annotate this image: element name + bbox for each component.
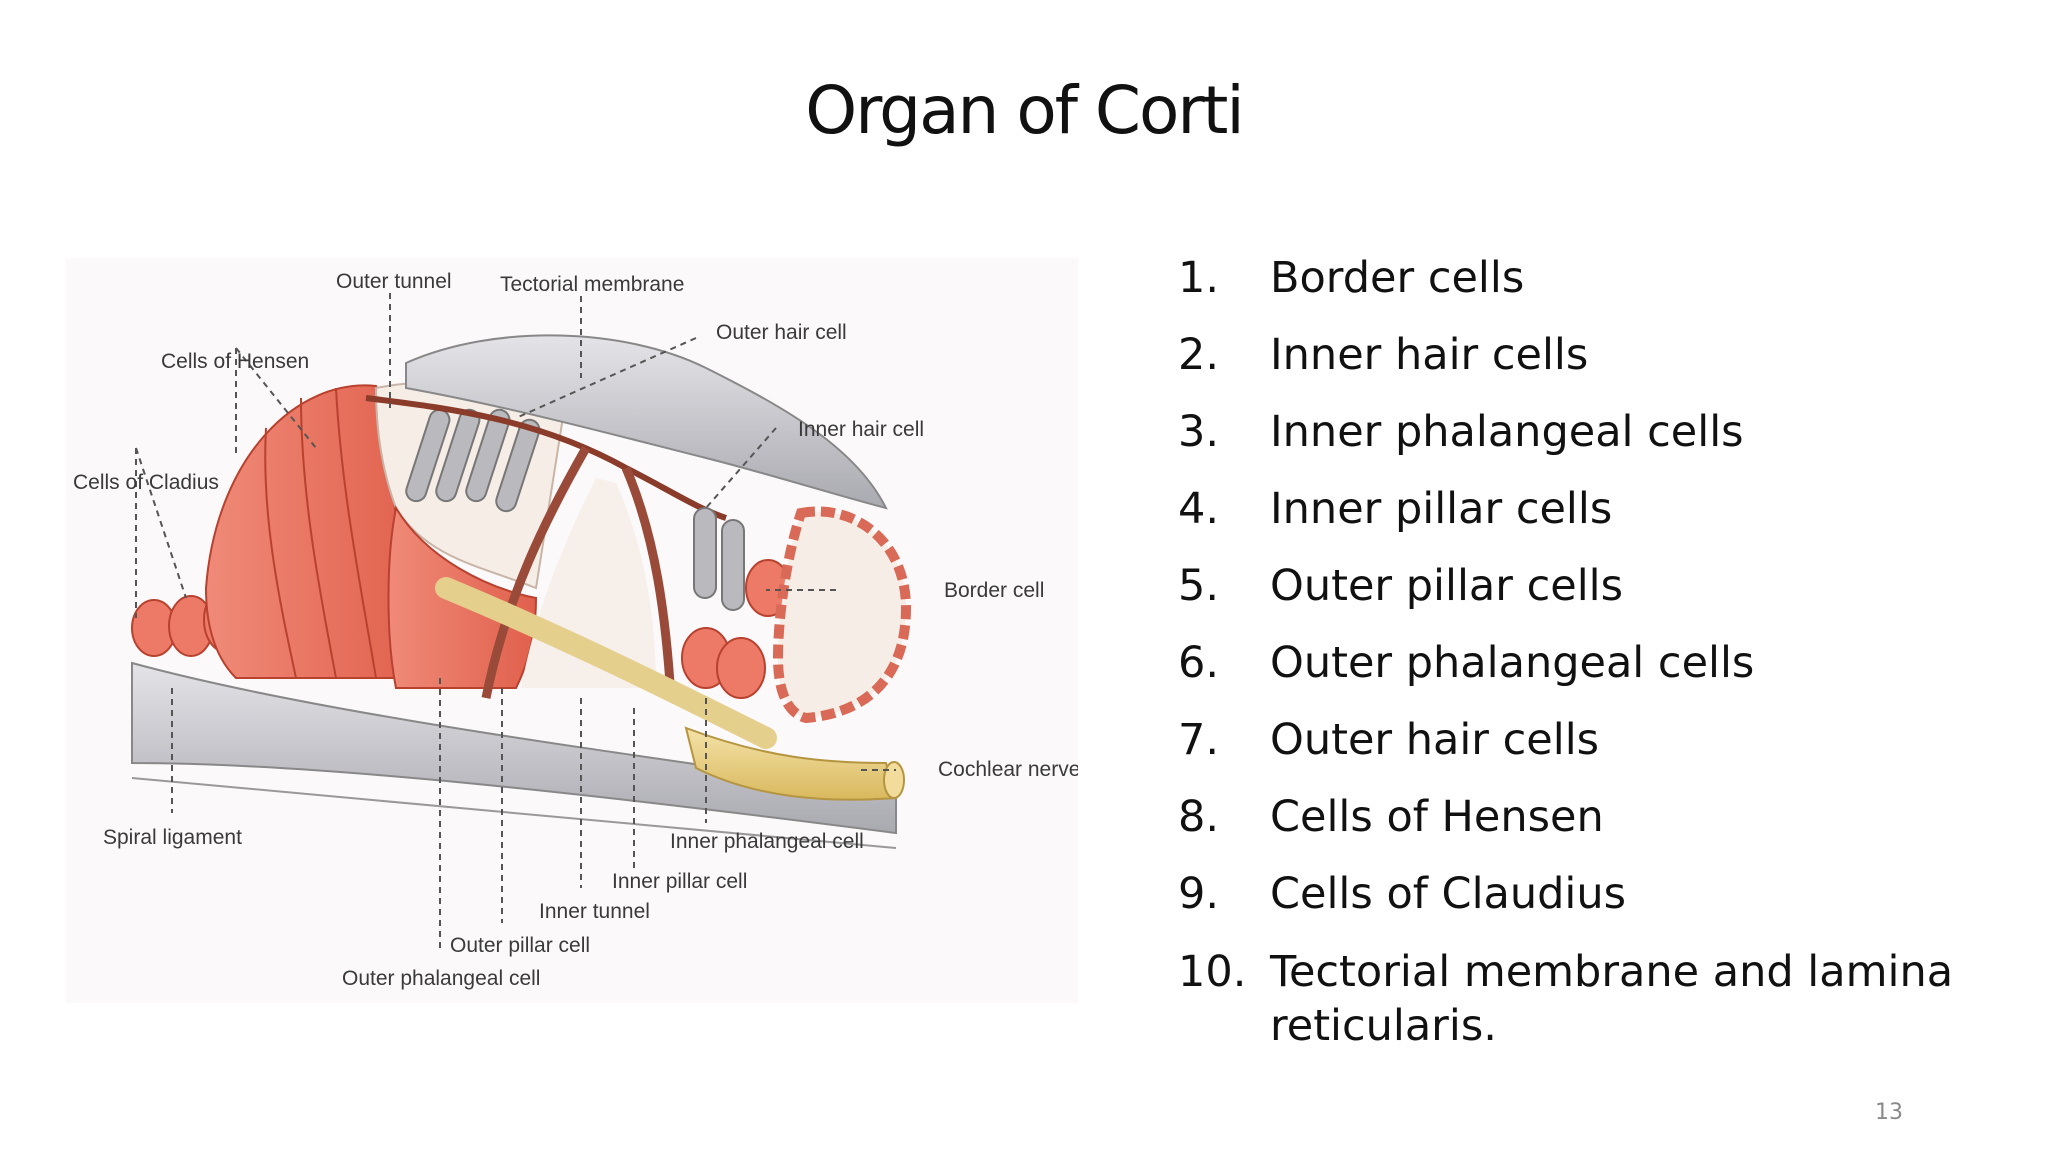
label-border-cell: Border cell — [944, 579, 1044, 602]
list-item-text: Inner hair cells — [1270, 330, 1589, 380]
label-spiral-ligament: Spiral ligament — [103, 826, 242, 849]
list-item: 10. Tectorial membrane and lamina reticul… — [1178, 945, 2018, 1053]
page-number: 13 — [1875, 1100, 1903, 1125]
label-inner-hair-cell: Inner hair cell — [798, 418, 924, 441]
list-item-text: Border cells — [1270, 253, 1525, 303]
list-item-number: 4. — [1178, 484, 1220, 534]
list-item: 8. Cells of Hensen — [1178, 791, 2018, 843]
label-tectorial-membrane: Tectorial membrane — [500, 273, 684, 296]
diagram-svg: Outer tunnel Tectorial membrane Outer ha… — [73, 270, 1078, 990]
list-item-text: Tectorial membrane and lamina reticulari… — [1270, 947, 1954, 1051]
structure-list: 1. Border cells 2. Inner hair cells 3. Inne… — [1178, 252, 2018, 1078]
label-inner-pillar-cell: Inner pillar cell — [612, 870, 747, 893]
label-inner-phalangeal-cell: Inner phalangeal cell — [670, 830, 864, 853]
organ-of-corti-diagram: Outer tunnel Tectorial membrane Outer ha… — [66, 258, 1078, 1003]
reticular-lamina — [365, 395, 727, 521]
leader-lines — [135, 293, 896, 948]
list-item-text: Cells of Hensen — [1270, 792, 1604, 842]
inner-hair-cell — [693, 507, 745, 611]
list-item-number: 8. — [1178, 792, 1220, 842]
label-outer-hair-cell: Outer hair cell — [716, 321, 847, 344]
inner-phalangeal-cells — [681, 559, 791, 699]
list-item: 3. Inner phalangeal cells — [1178, 406, 2018, 458]
list-item: 1. Border cells — [1178, 252, 2018, 304]
list-item: 5. Outer pillar cells — [1178, 560, 2018, 612]
list-item-number: 5. — [1178, 561, 1220, 611]
hensen-cell-lines — [264, 387, 377, 679]
list-item: 2. Inner hair cells — [1178, 329, 2018, 381]
label-cells-of-cladius: Cells of Cladius — [73, 471, 219, 494]
list-item-number: 9. — [1178, 869, 1220, 919]
label-outer-pillar-cell: Outer pillar cell — [450, 934, 590, 957]
list-item-number: 1. — [1178, 253, 1220, 303]
list-item: 9. Cells of Claudius — [1178, 868, 2018, 920]
list-item-text: Outer phalangeal cells — [1270, 638, 1755, 688]
list-item-text: Cells of Claudius — [1270, 869, 1627, 919]
tectorial-membrane — [405, 334, 888, 510]
label-inner-tunnel: Inner tunnel — [539, 900, 650, 923]
list-item-text: Inner pillar cells — [1270, 484, 1613, 534]
border-cells-ring — [772, 506, 912, 724]
list-item-number: 7. — [1178, 715, 1220, 765]
list-item: 6. Outer phalangeal cells — [1178, 637, 2018, 689]
list-item-text: Outer hair cells — [1270, 715, 1600, 765]
list-item-text: Outer pillar cells — [1270, 561, 1623, 611]
label-outer-phalangeal-cell: Outer phalangeal cell — [342, 967, 540, 990]
list-item-number: 10. — [1178, 947, 1247, 997]
list-item: 4. Inner pillar cells — [1178, 483, 2018, 535]
outer-pillar-cell — [481, 445, 590, 699]
outer-hair-cells — [405, 408, 541, 513]
label-cochlear-nerve: Cochlear nerve — [938, 758, 1078, 781]
list-item-text: Inner phalangeal cells — [1270, 407, 1744, 457]
inner-pillar-cell — [621, 466, 676, 699]
list-item: 7. Outer hair cells — [1178, 714, 2018, 766]
list-item-number: 3. — [1178, 407, 1220, 457]
list-item-number: 6. — [1178, 638, 1220, 688]
label-outer-tunnel: Outer tunnel — [336, 270, 452, 293]
list-item-number: 2. — [1178, 330, 1220, 380]
label-cells-of-hensen: Cells of Hensen — [161, 350, 309, 373]
slide-title: Organ of Corti — [805, 72, 1244, 149]
nerve-fibers — [435, 577, 777, 749]
basilar-lower-line — [131, 777, 897, 849]
